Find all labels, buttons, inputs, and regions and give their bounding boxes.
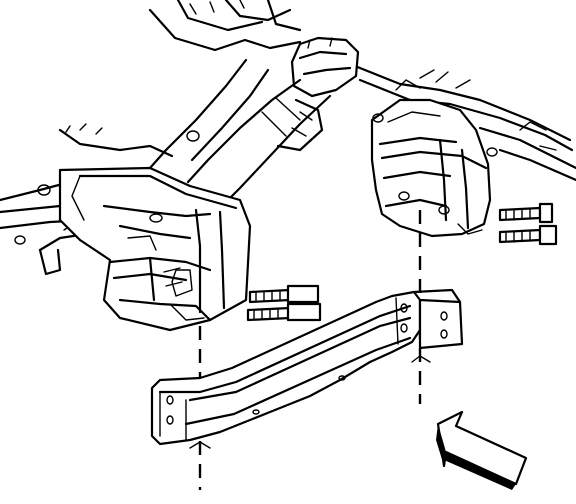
center-frame-rail <box>148 36 360 210</box>
arrow-direction-icon <box>436 410 528 490</box>
bolt-icon <box>498 224 558 246</box>
upper-frame-structure <box>148 0 576 182</box>
bolt-icon <box>248 284 320 304</box>
bolt-icon <box>246 302 322 322</box>
left-mount-bracket <box>58 166 252 332</box>
right-bolts <box>498 202 558 246</box>
right-mount-bracket <box>370 79 498 238</box>
left-bolts <box>246 284 322 322</box>
crossmember <box>150 288 464 449</box>
bolt-icon <box>498 202 554 224</box>
